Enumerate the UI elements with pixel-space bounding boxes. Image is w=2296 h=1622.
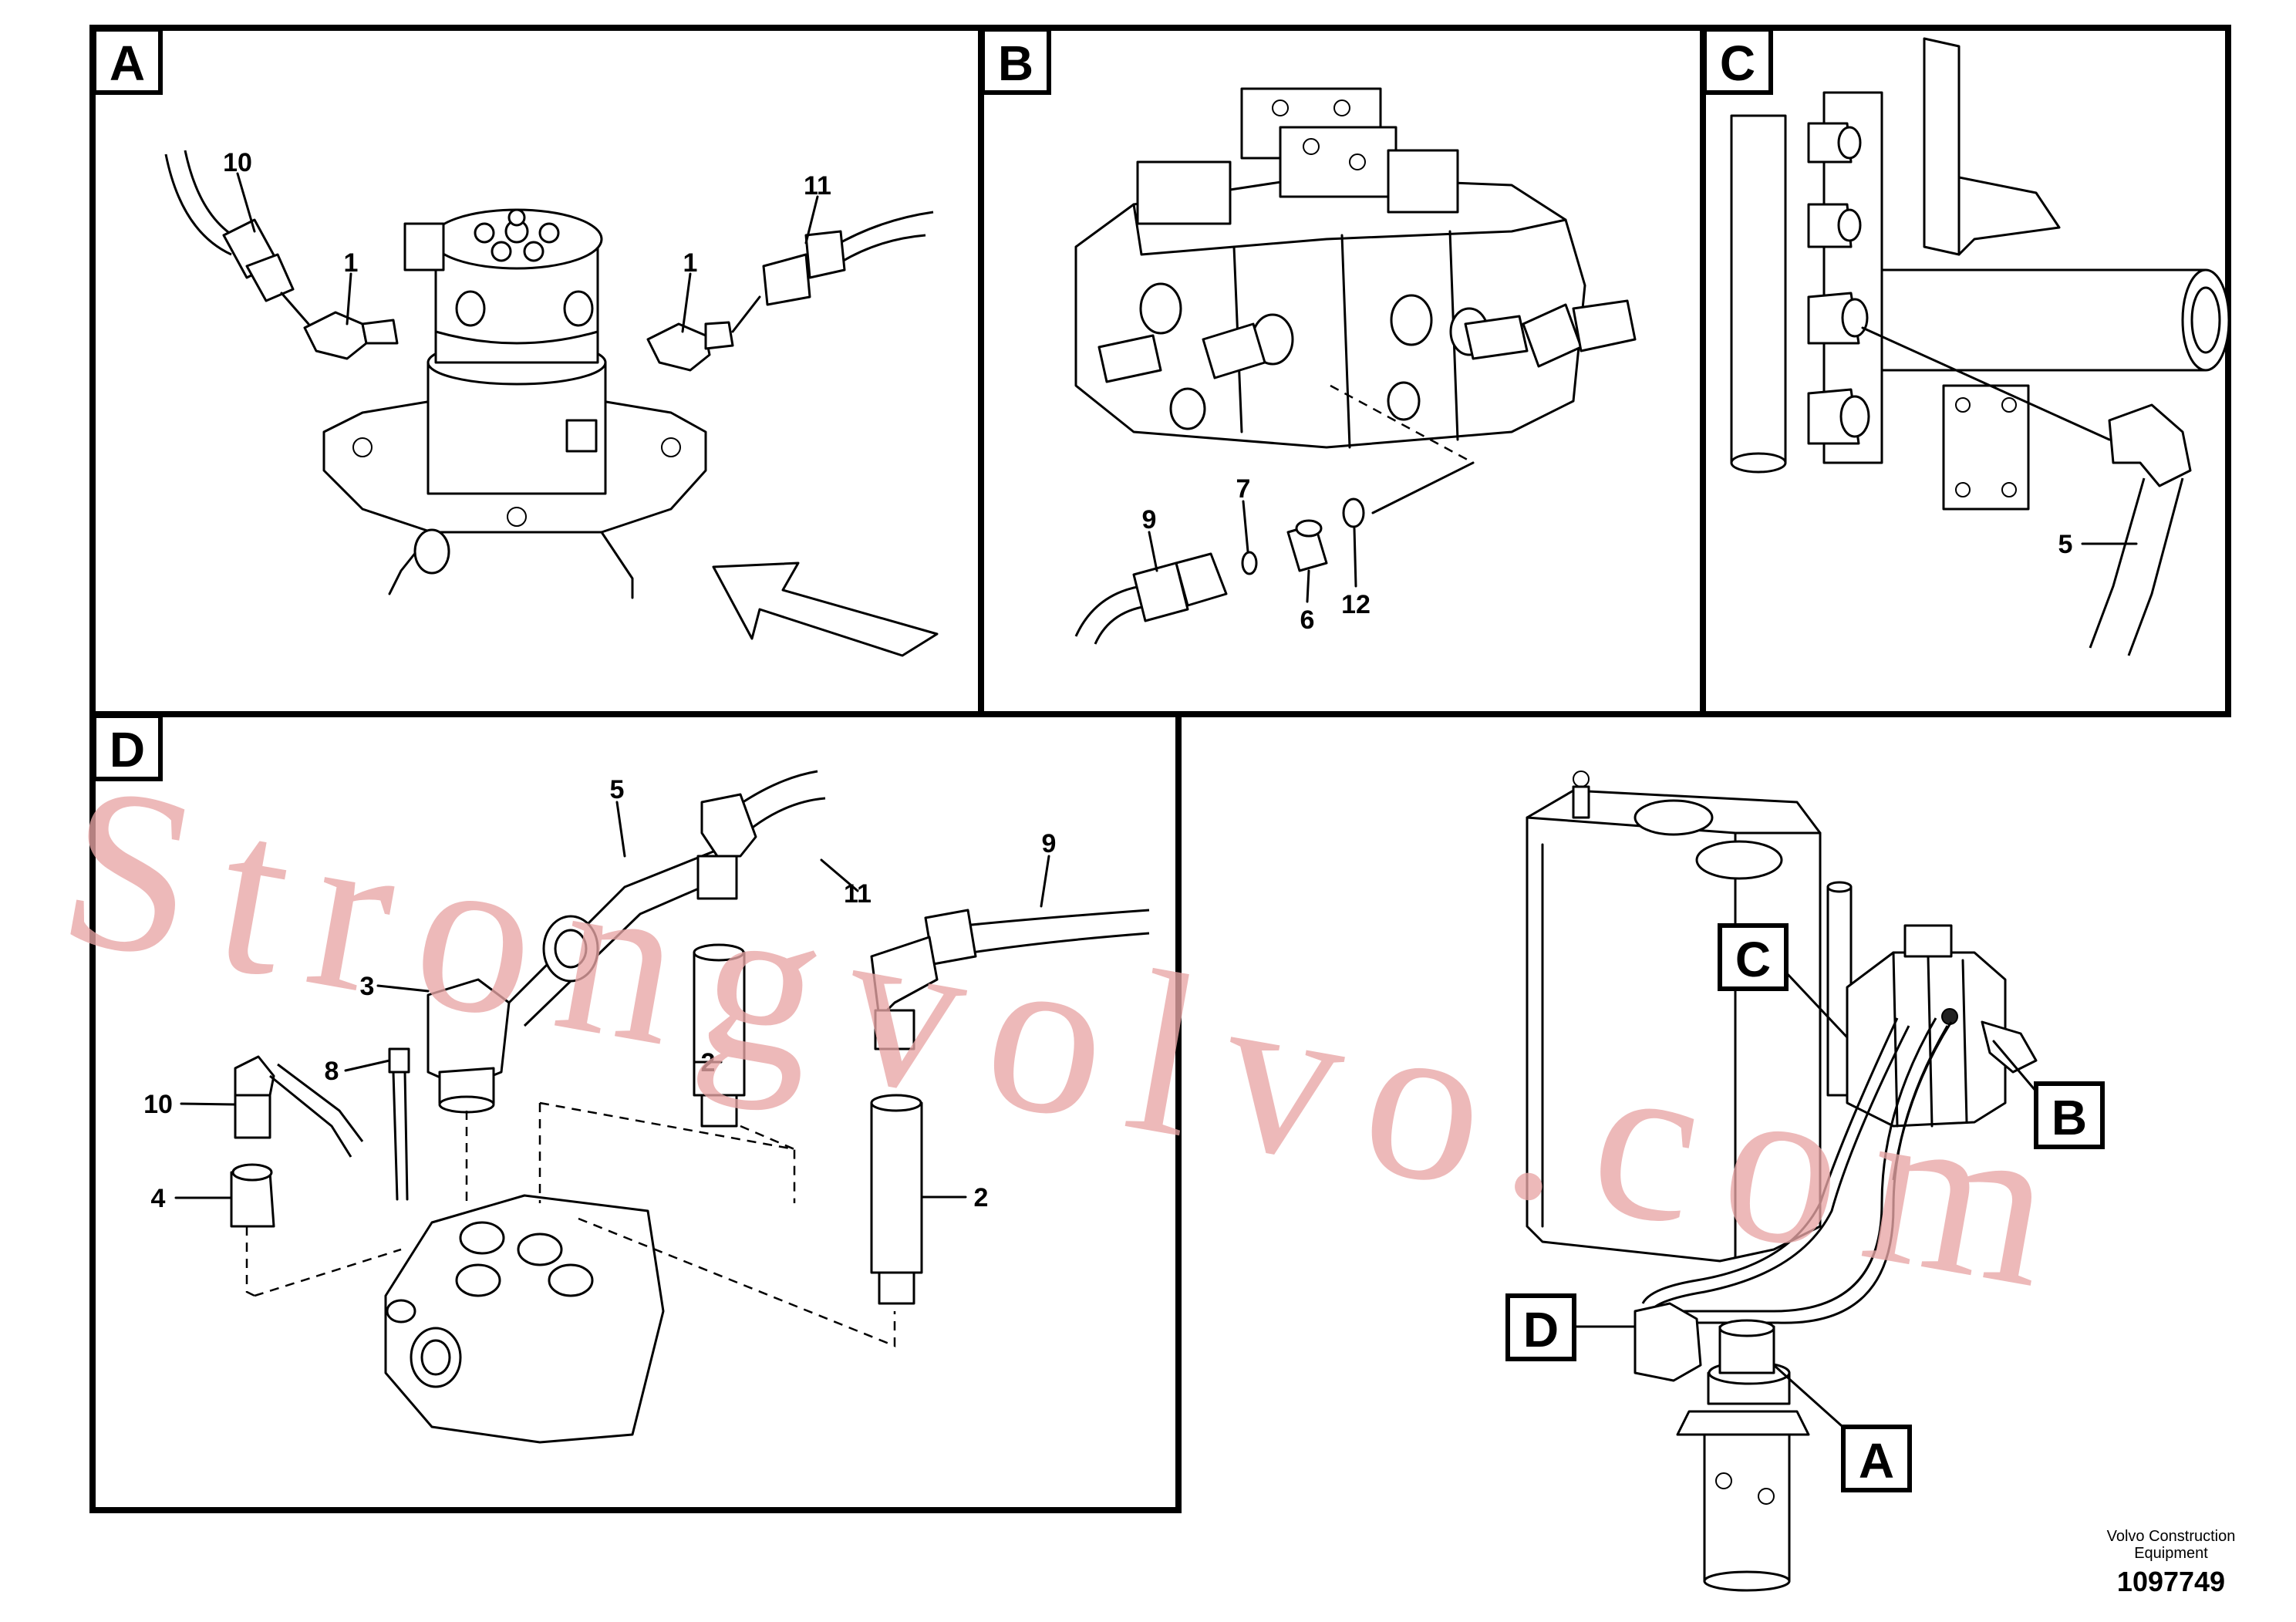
overview-callout-c-text: C bbox=[1735, 932, 1771, 987]
panel-b-dashed-assembly-line bbox=[1330, 384, 1474, 464]
panel-d-tag: D bbox=[92, 713, 163, 781]
panel-c-label-1: 5 bbox=[2058, 530, 2073, 559]
panel-d-label-2: 11 bbox=[844, 879, 872, 909]
footer-reference-number: 1097749 bbox=[2117, 1566, 2225, 1597]
overview-callout-b: B bbox=[2034, 1081, 2105, 1149]
panel-b-tag-text: B bbox=[998, 35, 1033, 91]
panel-a-label-2: 1 bbox=[344, 248, 359, 278]
tank-outlet-tube bbox=[1880, 268, 2207, 372]
panel-a-label-4: 11 bbox=[804, 171, 831, 201]
overview-drawing bbox=[1526, 771, 2038, 1592]
panel-b-label-3: 6 bbox=[1300, 605, 1315, 635]
swivel-manifold bbox=[384, 1194, 665, 1444]
panel-a-tag-text: A bbox=[110, 35, 145, 91]
panel-d-label-4: 3 bbox=[360, 972, 375, 1001]
panel-d-label-6: 10 bbox=[143, 1090, 173, 1119]
panel-a-label-1: 10 bbox=[223, 148, 252, 177]
panel-a-drawing bbox=[164, 150, 939, 657]
overview-callout-a-text: A bbox=[1859, 1433, 1894, 1489]
panel-d-label-5: 8 bbox=[325, 1057, 339, 1086]
panel-a-tag: A bbox=[92, 27, 163, 95]
overview-hose-2 bbox=[1677, 1017, 1937, 1313]
overview-callout-c-arrow bbox=[1784, 970, 1849, 1039]
panel-c-connection-line bbox=[1861, 326, 2111, 441]
washer-7 bbox=[1241, 551, 1258, 575]
overview-callout-d-text: D bbox=[1523, 1302, 1559, 1357]
overview-callout-b-arrow bbox=[1992, 1040, 2038, 1093]
panel-d-tag-text: D bbox=[110, 722, 145, 777]
footer-company-line1: Volvo Construction bbox=[2107, 1528, 2236, 1545]
overview-hose-1 bbox=[1641, 1017, 1899, 1304]
panel-d-drawing bbox=[174, 770, 1150, 1444]
hydraulic-tank bbox=[1526, 789, 1822, 1263]
panel-d-label-7: 4 bbox=[151, 1184, 166, 1213]
panel-c-frame bbox=[1700, 25, 2231, 717]
panel-b-label-4: 12 bbox=[1341, 590, 1371, 619]
panel-d-dash-1 bbox=[245, 1226, 255, 1297]
overview-swivel-head bbox=[1633, 1302, 1702, 1382]
panel-c-tag: C bbox=[1702, 27, 1773, 95]
panel-b-label-1: 7 bbox=[1236, 474, 1251, 504]
overview-callout-a-arrow bbox=[1772, 1364, 1849, 1432]
overview-callout-c: C bbox=[1718, 923, 1789, 991]
hose-5-elbow bbox=[2108, 403, 2192, 487]
port-fittings bbox=[1807, 122, 1870, 445]
footer-company-line2: Equipment bbox=[2134, 1545, 2208, 1562]
hose-11-right bbox=[832, 211, 934, 248]
panel-d-label-3: 9 bbox=[1042, 829, 1057, 858]
overview-callout-d: D bbox=[1505, 1293, 1576, 1361]
elbow-fitting-left bbox=[303, 311, 368, 360]
panel-b-tag: B bbox=[980, 27, 1051, 95]
panel-c-tag-text: C bbox=[1720, 35, 1755, 91]
overview-callout-a: A bbox=[1841, 1425, 1912, 1492]
overview-callout-b-text: B bbox=[2052, 1090, 2087, 1145]
panel-b-drawing bbox=[1074, 87, 1637, 645]
hose-9-b bbox=[1074, 585, 1142, 637]
hose-9-d bbox=[963, 909, 1150, 927]
panel-d-label-8: 2 bbox=[701, 1048, 716, 1077]
o-ring-12 bbox=[1342, 497, 1365, 528]
panel-b-label-2: 9 bbox=[1142, 505, 1157, 534]
hose-10-fitting bbox=[234, 1094, 271, 1139]
panel-a-label-3: 1 bbox=[683, 248, 698, 278]
panel-d-label-9: 2 bbox=[974, 1183, 989, 1212]
panel-c-drawing bbox=[1730, 37, 2230, 656]
hose-5-c bbox=[2089, 477, 2146, 649]
hose-10-left bbox=[164, 153, 232, 256]
tank-standpipe bbox=[1730, 114, 1787, 464]
elbow-fitting-3 bbox=[426, 978, 511, 1089]
view-direction-arrow bbox=[712, 561, 939, 657]
panel-d-frame bbox=[89, 711, 1182, 1513]
panel-d-label-1: 5 bbox=[610, 775, 625, 804]
bolt-8 bbox=[388, 1047, 410, 1074]
overview-swivel-body bbox=[1703, 1433, 1791, 1583]
elbow-fitting-right bbox=[646, 322, 711, 372]
